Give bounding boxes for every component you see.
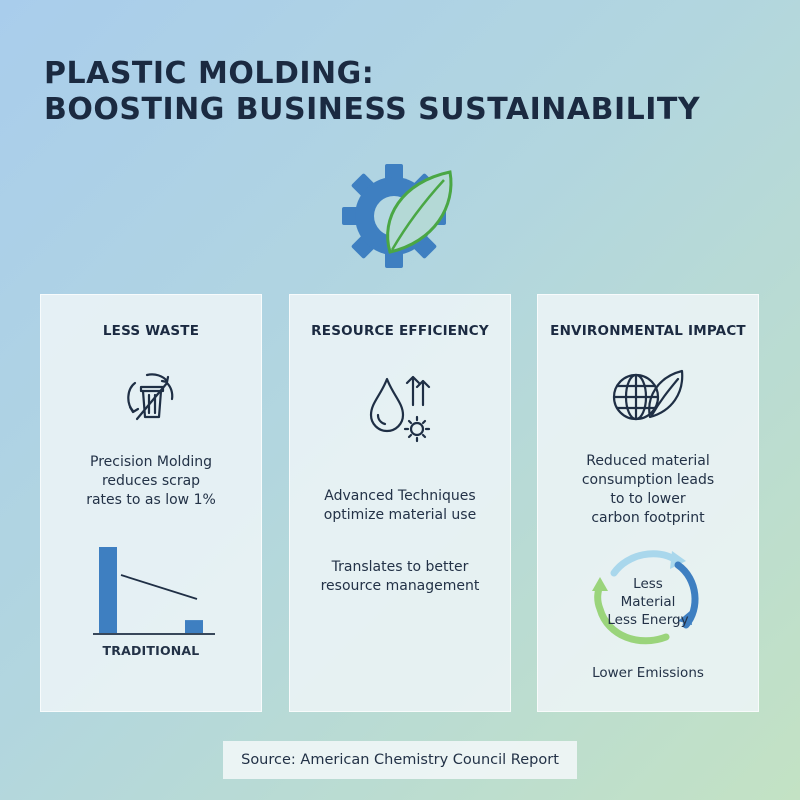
page-title: PLASTIC MOLDING: BOOSTING BUSINESS SUSTA… bbox=[44, 56, 764, 128]
source-footer: Source: American Chemistry Council Repor… bbox=[223, 741, 577, 779]
efficiency-text: Advanced Techniques optimize material us… bbox=[296, 487, 504, 525]
card-title: LESS WASTE bbox=[102, 323, 200, 339]
resource-efficiency-card: RESOURCE EFFICIENCY Advanced Techniques … bbox=[289, 294, 511, 712]
recycle-trash-icon bbox=[127, 373, 174, 421]
less-waste-text: Precision Molding reduces scrap rates to… bbox=[47, 453, 255, 510]
environment-text: Reduced material consumption leads to to… bbox=[544, 452, 752, 528]
drop-gear-arrow-icon bbox=[369, 375, 431, 443]
less-waste-card: LESS WASTE Precision Molding reduces scr… bbox=[40, 294, 262, 712]
card-title: RESOURCE EFFICIENCY bbox=[311, 323, 489, 339]
globe-leaf-icon bbox=[612, 369, 684, 421]
cycle-caption: Lower Emissions bbox=[592, 665, 704, 681]
efficiency-text-2: Translates to better resource management bbox=[296, 558, 504, 596]
text-line: Advanced Techniques bbox=[324, 488, 476, 504]
title-line-2: BOOSTING BUSINESS SUSTAINABILITY bbox=[44, 92, 701, 127]
text-line: Precision Molding bbox=[90, 454, 212, 470]
cycle-arrows-icon bbox=[592, 550, 699, 645]
cycle-text: Less Material Less Energy bbox=[544, 575, 752, 629]
title-line-1: PLASTIC MOLDING: bbox=[44, 56, 375, 91]
gear-leaf-icon bbox=[342, 164, 453, 268]
text-line: rates to as low 1% bbox=[86, 492, 216, 508]
card-title: ENVIRONMENTAL IMPACT bbox=[550, 323, 746, 339]
text-line: to to lower bbox=[610, 491, 686, 507]
bar-precision bbox=[185, 620, 203, 633]
source-text: Source: American Chemistry Council Repor… bbox=[241, 752, 559, 768]
text-line: consumption leads bbox=[581, 472, 715, 488]
text-line: Translates to better bbox=[331, 559, 469, 575]
text-line: resource management bbox=[320, 578, 480, 594]
bar-traditional bbox=[99, 547, 117, 633]
text-line: optimize material use bbox=[323, 507, 477, 523]
waste-comparison-chart bbox=[93, 547, 215, 635]
text-line: reduces scrap bbox=[101, 473, 201, 489]
trend-line bbox=[120, 574, 198, 600]
environmental-impact-card: ENVIRONMENTAL IMPACT Reduced material co… bbox=[537, 294, 759, 712]
text-line: Less bbox=[633, 576, 663, 592]
text-line: Less Energy bbox=[607, 612, 689, 628]
text-line: Reduced material bbox=[586, 453, 710, 469]
chart-label: TRADITIONAL bbox=[102, 643, 200, 658]
text-line: Material bbox=[620, 594, 676, 610]
text-line: carbon footprint bbox=[591, 510, 705, 526]
